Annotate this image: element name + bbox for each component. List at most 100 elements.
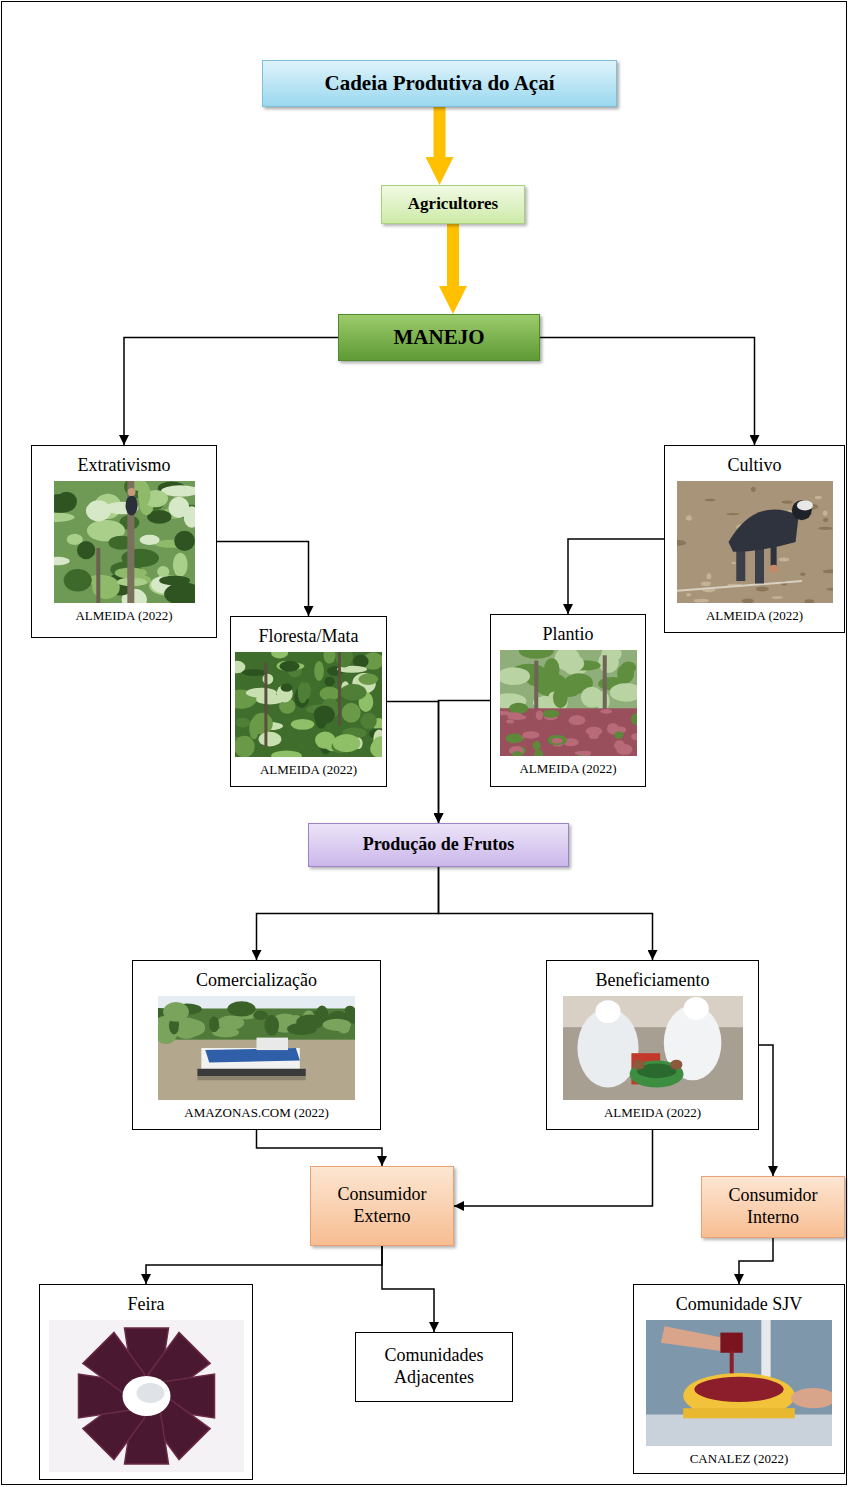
block-arrow [447,224,459,300]
photo-shape [602,655,606,713]
photo-shape [302,682,311,699]
photo-shape [201,1048,300,1069]
photo-credit: CANALEZ (2022) [690,1451,789,1467]
photo-shape [694,1376,783,1401]
photo-shape [559,685,578,697]
photo-shape [264,1015,279,1036]
photo-shape [264,662,267,746]
node-label: Consumidor Interno [708,1185,838,1228]
photo-illustration [563,996,743,1100]
photo-shape [562,655,584,672]
consumer-box: Consumidor Externo [310,1166,454,1246]
photo-shape [122,1376,170,1416]
photo-shape [693,598,708,602]
photo-shape [547,735,566,745]
photo-box: ExtrativismoALMEIDA (2022) [31,445,217,638]
consumer-box: Consumidor Interno [701,1176,845,1238]
photo-shape [568,715,585,725]
block-arrow [434,107,446,171]
photo-shape [54,512,74,521]
photo-shape [279,660,299,671]
photo [49,1320,244,1472]
photo-shape [136,1383,164,1403]
photo-illustration [646,1320,832,1446]
photo-shape [500,708,637,756]
photo-shape [631,713,637,725]
photo-shape [323,652,335,664]
node-label: Consumidor Externo [317,1184,447,1227]
photo-shape [197,1068,305,1075]
photo-shape [158,996,355,1100]
photo-shape [209,1016,219,1032]
photo-shape [235,652,382,757]
photo-shape [683,1408,795,1418]
connector [540,338,755,446]
photo-shape [814,495,821,499]
connector [146,1246,382,1284]
photo-credit: ALMEIDA (2022) [519,761,616,777]
title-box: Cadeia Produtiva do Açaí [262,60,617,107]
photo-box: Feira [39,1284,253,1480]
photo-shape [164,582,195,602]
photo-shape [728,509,798,551]
node-label: Comunidade SJV [676,1294,803,1316]
photo-shape [706,573,711,579]
photo-shape [63,569,91,592]
photo-shape [661,1326,730,1351]
photo-shape [179,1019,206,1037]
connector [382,1246,434,1332]
photo-illustration [54,481,195,603]
photo-shape [77,541,95,559]
photo-illustration [49,1320,244,1472]
photo-credit: ALMEIDA (2022) [604,1105,701,1121]
connector [568,539,664,614]
node-label: Cadeia Produtiva do Açaí [324,71,554,96]
photo-shape [822,569,832,573]
photo-shape [183,506,194,527]
photo-shape [646,1414,832,1446]
photo-credit: ALMEIDA (2022) [706,608,803,624]
photo [235,652,382,757]
node-label: Comercialização [196,970,317,992]
photo-shape [731,561,735,564]
photo-shape [822,510,827,515]
photo-shape [771,596,782,599]
photo-shape [205,1048,300,1063]
photo [646,1320,832,1446]
photo-shape [262,673,273,684]
connector [257,1130,383,1166]
photo-shape [54,556,70,564]
photo-shape [534,660,538,713]
photo-shape [314,660,324,680]
photo-shape [563,996,743,1100]
photo-shape [85,500,110,521]
photo-shape [249,718,259,739]
photo-shape [236,717,250,727]
photo-shape [683,997,708,1020]
node-label: Produção de Frutos [363,834,515,856]
photo-shape [677,481,833,603]
photo-shape [750,486,755,491]
photo-shape [512,751,522,756]
photo-shape [646,1320,832,1446]
photo-shape [685,515,691,520]
photo-shape [324,676,334,686]
photo-shape [360,712,376,728]
photo-shape [235,735,255,756]
photo-shape [796,500,812,510]
photo [500,650,637,756]
photo-shape [818,526,832,529]
photo-shape [333,734,361,752]
photo-shape [227,1001,255,1016]
photo-shape [614,731,623,738]
photo-shape [259,731,282,746]
photo-shape [174,530,195,550]
photo-shape [246,687,277,697]
photo-shape [804,599,814,603]
photo-shape [340,684,367,701]
photo-shape [704,498,715,501]
connector [439,867,653,960]
photo-shape [595,1000,620,1023]
process-box: Produção de Frutos [308,823,569,867]
destination-box: Comunidades Adjacentes [355,1332,513,1402]
